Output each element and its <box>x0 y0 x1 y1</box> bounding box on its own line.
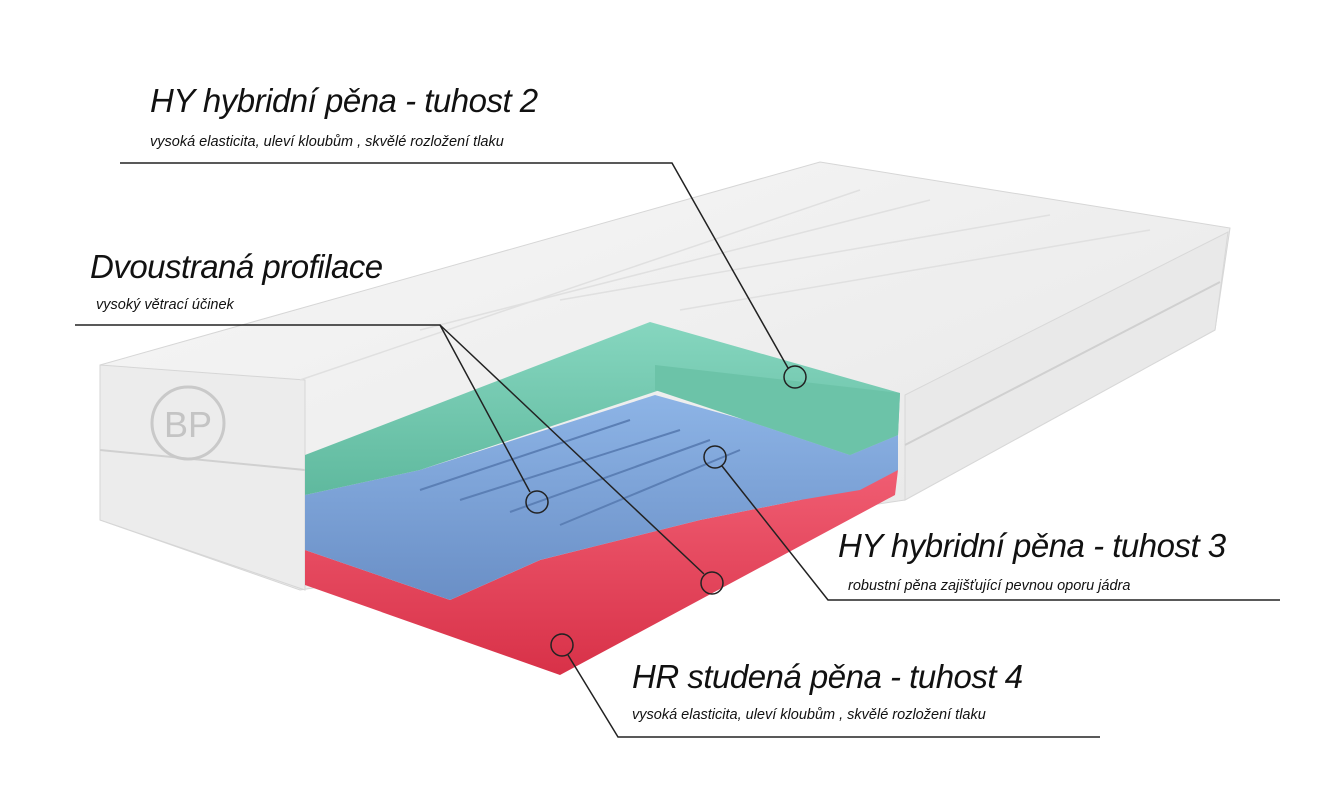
callout-lines <box>75 162 1280 738</box>
callout-title-middle-layer: HY hybridní pěna - tuhost 3 <box>838 527 1226 564</box>
callout-subtitle-middle-layer: robustní pěna zajišťující pevnou oporu j… <box>848 578 1131 594</box>
callout-title-profiling: Dvoustraná profilace <box>90 248 383 285</box>
svg-text:BP: BP <box>164 404 212 445</box>
blue-foam-layer <box>305 395 898 600</box>
callout-subtitle-profiling: vysoký větrací účinek <box>96 297 234 313</box>
red-foam-layer <box>305 470 898 675</box>
callout-subtitle-top-layer: vysoká elasticita, uleví kloubům , skvěl… <box>150 134 504 150</box>
callout-title-top-layer: HY hybridní pěna - tuhost 2 <box>150 82 538 119</box>
callout-subtitle-bottom-layer: vysoká elasticita, uleví kloubům , skvěl… <box>632 707 986 723</box>
green-foam-layer <box>305 322 900 495</box>
brand-logo: BP <box>150 385 226 461</box>
callout-title-bottom-layer: HR studená pěna - tuhost 4 <box>632 658 1023 695</box>
